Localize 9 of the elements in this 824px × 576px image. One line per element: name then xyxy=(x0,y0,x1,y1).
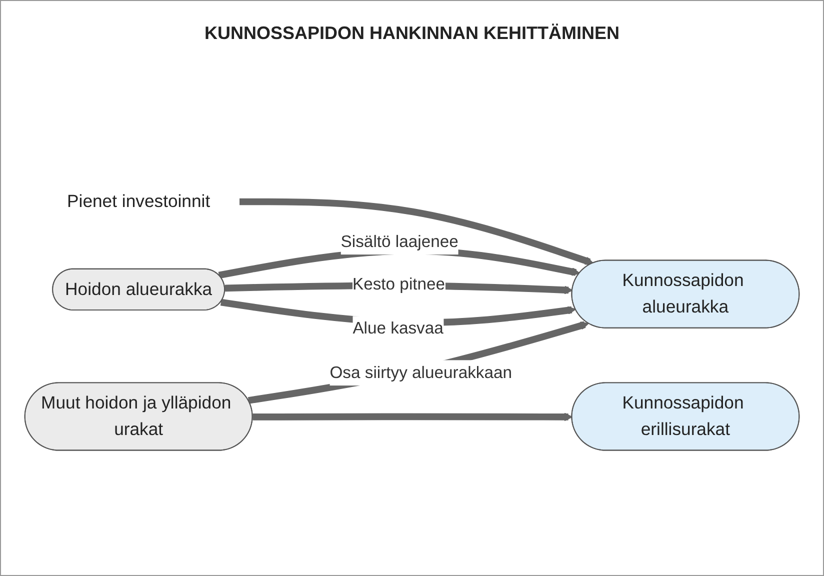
edge-label: Osa siirtyy alueurakkaan xyxy=(330,364,512,382)
edge-label: Sisältö laajenee xyxy=(340,232,458,252)
diagram-title: KUNNOSSAPIDON HANKINNAN KEHITTÄMINEN xyxy=(204,23,620,44)
node-text: Pienet investoinnit xyxy=(67,192,210,212)
arrow xyxy=(248,322,589,404)
edge-label: Kesto pitnee xyxy=(352,275,446,294)
arrow xyxy=(240,198,594,266)
edge-label: Alue kasvaa xyxy=(352,319,444,338)
arrow xyxy=(252,413,573,422)
